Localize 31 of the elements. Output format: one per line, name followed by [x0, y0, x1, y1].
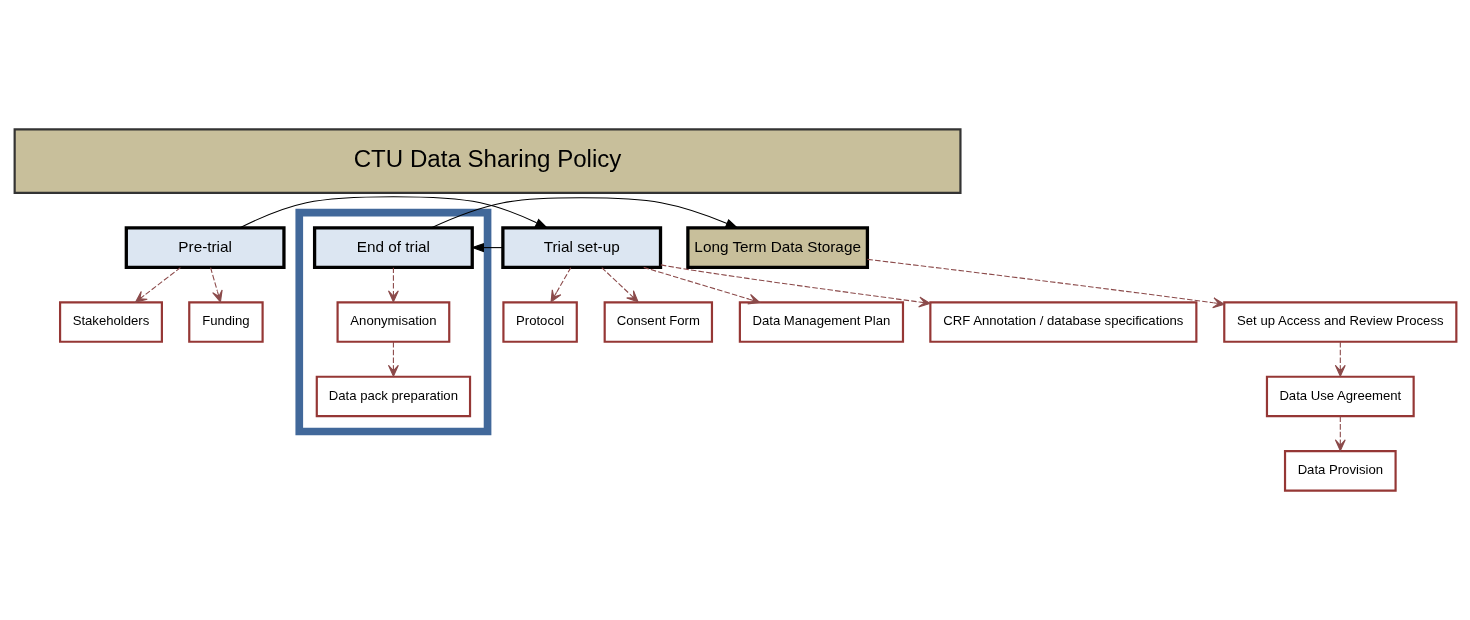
arrow [1334, 416, 1346, 452]
node-box: Trial set-up [500, 226, 662, 269]
arrow [387, 267, 399, 303]
node-box: Pre-trial [124, 226, 286, 269]
arrow [866, 258, 1225, 309]
node-box: CRF Annotation / database specifications [928, 301, 1197, 343]
arrow [642, 266, 760, 305]
arrow [209, 267, 223, 303]
node-box: Data Use Agreement [1265, 375, 1415, 418]
node-box: Stakeholders [58, 301, 163, 343]
node-box: Consent Form [603, 301, 713, 343]
arrow [430, 197, 739, 229]
node-box: Funding [187, 301, 264, 343]
arrow [600, 267, 639, 303]
arrow [387, 341, 399, 377]
node-box: End of trial [312, 226, 474, 269]
arrow [659, 264, 931, 308]
arrow [470, 243, 503, 253]
arrow [134, 267, 181, 303]
arrow [238, 196, 548, 229]
node-box: Long Term Data Storage [685, 226, 869, 269]
node-box: CTU Data Sharing Policy [13, 128, 962, 194]
arrow [1334, 341, 1346, 377]
arrow [550, 267, 571, 303]
node-box: Set up Access and Review Process [1222, 301, 1457, 343]
node-box: Protocol [501, 301, 578, 343]
node-box: Data Management Plan [738, 301, 904, 343]
node-box: Anonymisation [336, 301, 450, 343]
cluster [294, 208, 491, 436]
node-box: Data Provision [1283, 450, 1397, 492]
node-box: Data pack preparation [315, 375, 471, 418]
